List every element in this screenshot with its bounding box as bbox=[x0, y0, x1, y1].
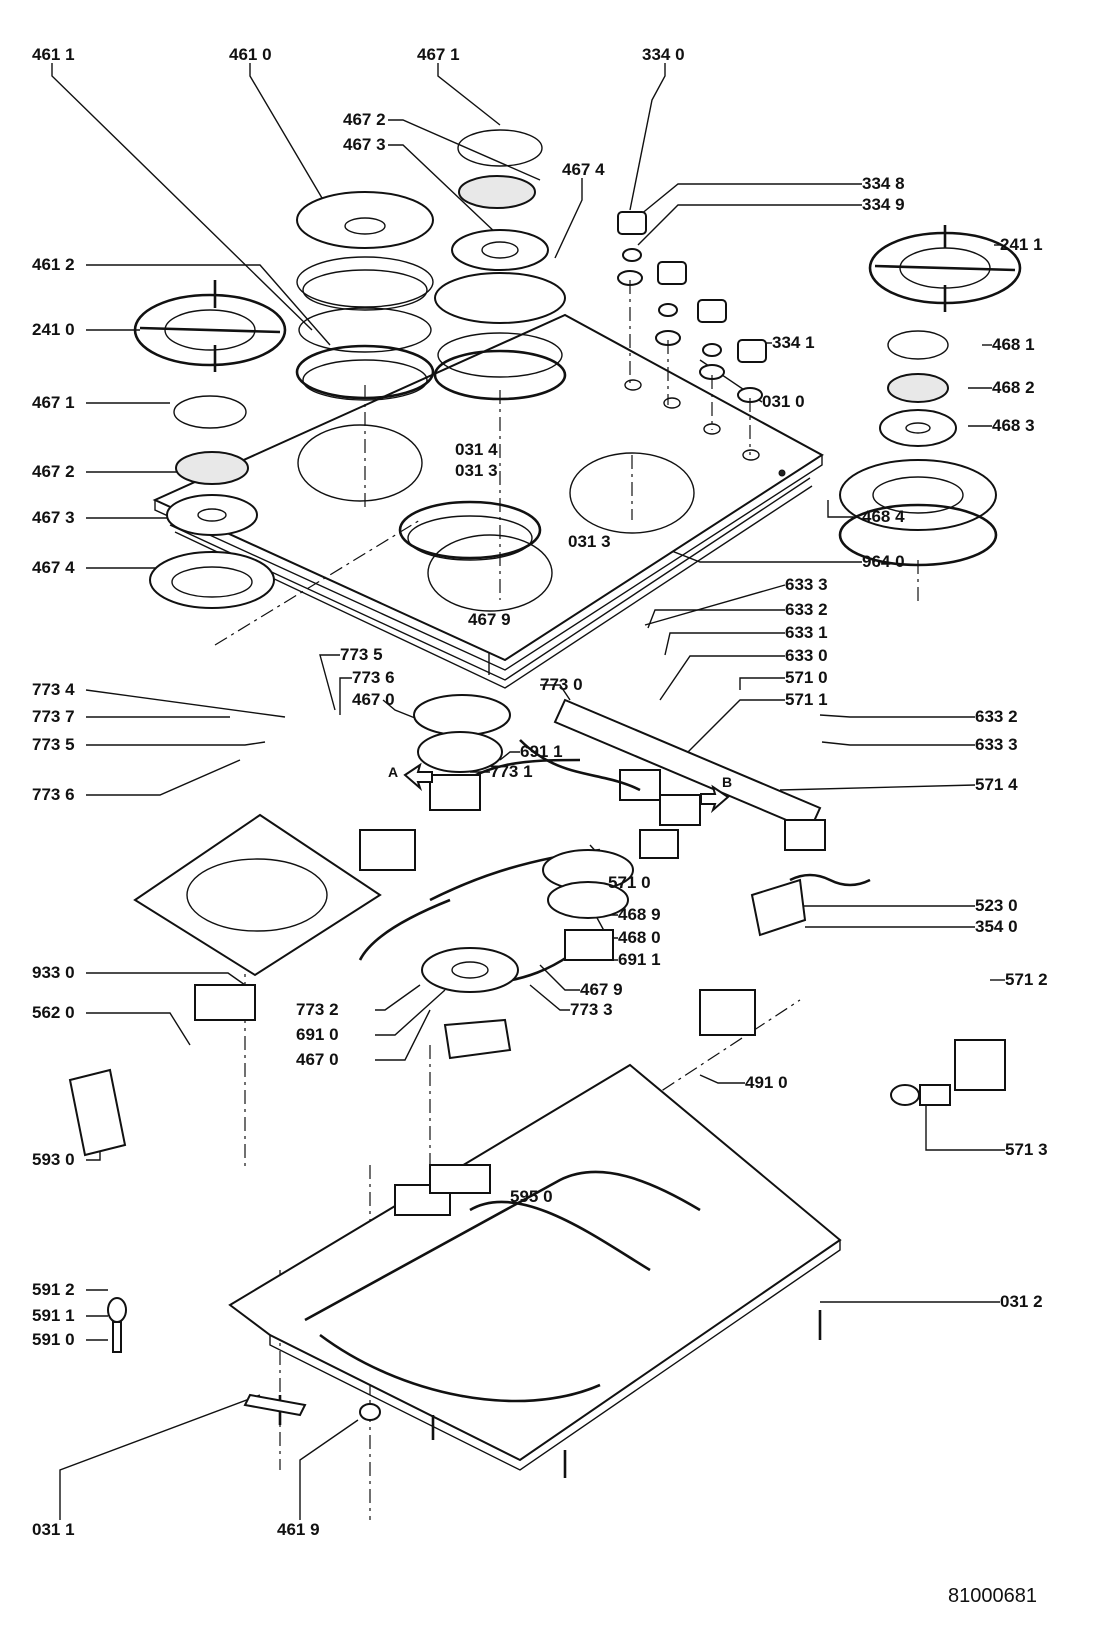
label-633-3-right: 633 3 bbox=[975, 735, 1018, 754]
base-tray bbox=[228, 1063, 842, 1471]
label-467-1-left: 467 1 bbox=[32, 393, 75, 412]
label-461-9: 461 9 bbox=[277, 1520, 320, 1539]
burner-right-parts bbox=[838, 330, 998, 567]
burner-left-parts bbox=[149, 395, 275, 609]
label-562-0: 562 0 bbox=[32, 1003, 75, 1022]
label-633-2: 633 2 bbox=[785, 600, 828, 619]
label-773-2: 773 2 bbox=[296, 1000, 339, 1019]
label-633-0: 633 0 bbox=[785, 646, 828, 665]
label-334-9: 334 9 bbox=[862, 195, 905, 214]
label-467-0-top: 467 0 bbox=[352, 690, 395, 709]
label-241-1: 241 1 bbox=[1000, 235, 1043, 254]
label-571-4: 571 4 bbox=[975, 775, 1018, 794]
label-591-0: 591 0 bbox=[32, 1330, 75, 1349]
label-241-0: 241 0 bbox=[32, 320, 75, 339]
label-593-0: 593 0 bbox=[32, 1150, 75, 1169]
burner-large-parts bbox=[295, 191, 435, 401]
label-468-3: 468 3 bbox=[992, 416, 1035, 435]
label-691-1-top: 691 1 bbox=[520, 742, 563, 761]
label-773-7: 773 7 bbox=[32, 707, 75, 726]
label-773-6-a: 773 6 bbox=[352, 668, 395, 687]
label-773-6-b: 773 6 bbox=[32, 785, 75, 804]
burner-mid-parts bbox=[433, 129, 567, 401]
hob-top-plate bbox=[152, 313, 824, 689]
label-467-3: 467 3 bbox=[343, 135, 386, 154]
label-571-1: 571 1 bbox=[785, 690, 828, 709]
label-773-4: 773 4 bbox=[32, 680, 75, 699]
label-467-3-left: 467 3 bbox=[32, 508, 75, 527]
label-591-1: 591 1 bbox=[32, 1306, 75, 1325]
label-467-2-left: 467 2 bbox=[32, 462, 75, 481]
label-773-3: 773 3 bbox=[570, 1000, 613, 1019]
label-468-0: 468 0 bbox=[618, 928, 661, 947]
label-467-0-bot: 467 0 bbox=[296, 1050, 339, 1069]
label-691-1-bot: 691 1 bbox=[618, 950, 661, 969]
label-031-1: 031 1 bbox=[32, 1520, 75, 1539]
label-461-1: 461 1 bbox=[32, 45, 75, 64]
label-964-0: 964 0 bbox=[862, 552, 905, 571]
label-334-0: 334 0 bbox=[642, 45, 685, 64]
label-467-9-top: 467 9 bbox=[468, 610, 511, 629]
label-461-2: 461 2 bbox=[32, 255, 75, 274]
label-467-4-left: 467 4 bbox=[32, 558, 75, 577]
label-633-2-right: 633 2 bbox=[975, 707, 1018, 726]
pan-support-right bbox=[868, 225, 1022, 312]
label-691-0: 691 0 bbox=[296, 1025, 339, 1044]
direction-markers bbox=[403, 762, 730, 814]
label-467-4: 467 4 bbox=[562, 160, 605, 179]
label-595-0: 595 0 bbox=[510, 1187, 553, 1206]
label-591-2: 591 2 bbox=[32, 1280, 75, 1299]
label-334-1: 334 1 bbox=[772, 333, 815, 352]
label-571-3: 571 3 bbox=[1005, 1140, 1048, 1159]
label-523-0: 523 0 bbox=[975, 896, 1018, 915]
label-571-2: 571 2 bbox=[1005, 970, 1048, 989]
label-773-1: 773 1 bbox=[490, 762, 533, 781]
label-354-0: 354 0 bbox=[975, 917, 1018, 936]
label-467-2: 467 2 bbox=[343, 110, 386, 129]
label-031-2: 031 2 bbox=[1000, 1292, 1043, 1311]
control-knobs bbox=[617, 211, 767, 403]
label-468-1: 468 1 bbox=[992, 335, 1035, 354]
burner-mounting-plate bbox=[133, 813, 416, 977]
label-491-0: 491 0 bbox=[745, 1073, 788, 1092]
label-468-2: 468 2 bbox=[992, 378, 1035, 397]
label-461-0: 461 0 bbox=[229, 45, 272, 64]
label-031-0: 031 0 bbox=[762, 392, 805, 411]
label-933-0: 933 0 bbox=[32, 963, 75, 982]
label-468-4: 468 4 bbox=[862, 507, 905, 526]
drawing-number: 81000681 bbox=[948, 1585, 1037, 1607]
label-633-1: 633 1 bbox=[785, 623, 828, 642]
screws-and-feet bbox=[107, 1297, 822, 1478]
marker-b: B bbox=[722, 774, 733, 790]
burner-units bbox=[413, 694, 634, 1060]
marker-a: A bbox=[388, 764, 399, 780]
label-773-0: 773 0 bbox=[540, 675, 583, 694]
misc-components bbox=[68, 873, 1006, 1157]
label-633-3: 633 3 bbox=[785, 575, 828, 594]
label-773-5-b: 773 5 bbox=[32, 735, 75, 754]
label-031-3-a: 031 3 bbox=[455, 461, 498, 480]
pan-support-left bbox=[133, 280, 287, 372]
label-468-9: 468 9 bbox=[618, 905, 661, 924]
seal-ring-031-3 bbox=[398, 500, 542, 561]
label-334-8: 334 8 bbox=[862, 174, 905, 193]
label-571-0-top: 571 0 bbox=[785, 668, 828, 687]
label-031-4: 031 4 bbox=[455, 440, 498, 459]
label-467-9-bot: 467 9 bbox=[580, 980, 623, 999]
label-467-1: 467 1 bbox=[417, 45, 460, 64]
label-031-3-b: 031 3 bbox=[568, 532, 611, 551]
label-571-0-mid: 571 0 bbox=[608, 873, 651, 892]
label-773-5-a: 773 5 bbox=[340, 645, 383, 664]
